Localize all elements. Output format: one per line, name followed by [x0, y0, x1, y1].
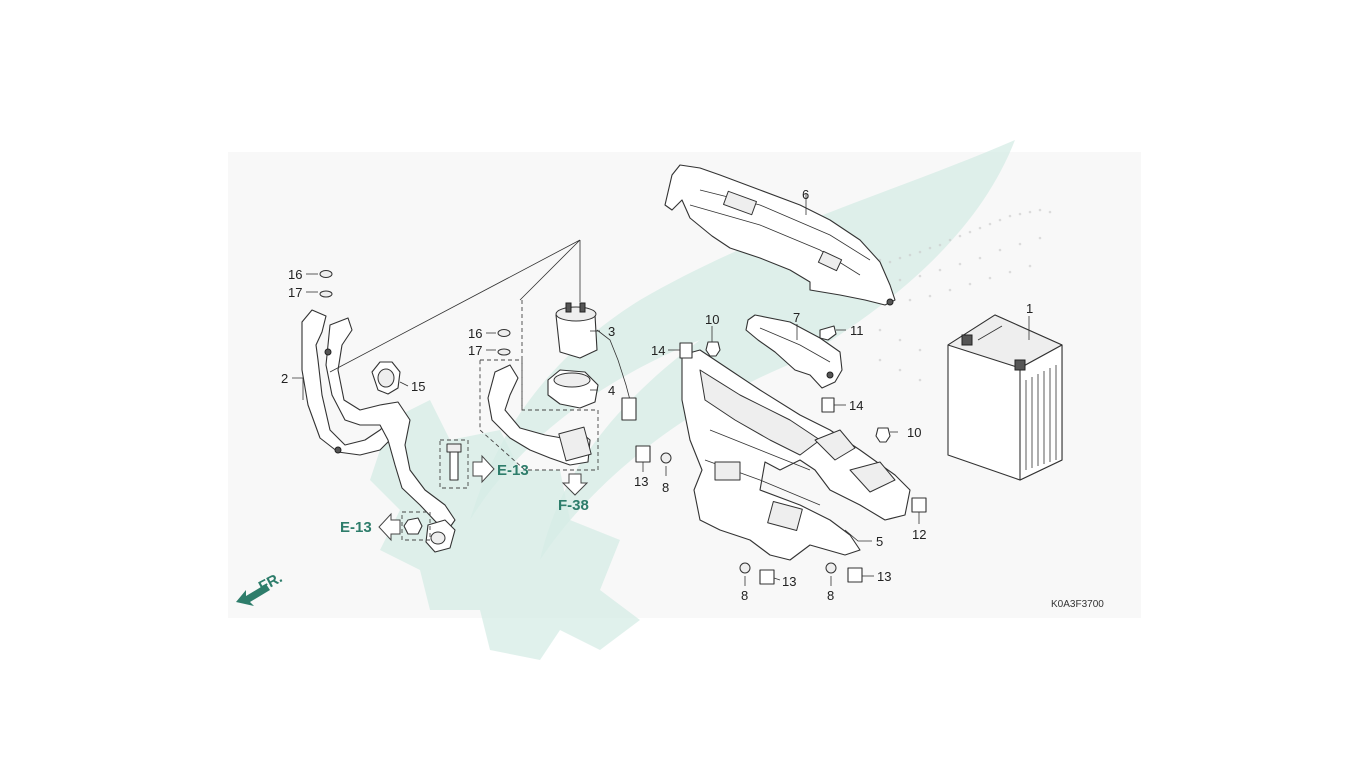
callout-7: 7: [793, 310, 800, 325]
callout-4: 4: [608, 383, 615, 398]
part-14-clip-b: [821, 397, 835, 413]
part-8-washer-b: [739, 562, 751, 574]
callout-15: 15: [411, 379, 425, 394]
ref-e13-right-label: E-13: [497, 462, 529, 479]
callout-8-a: 8: [662, 480, 669, 495]
relay-cable: [487, 329, 592, 466]
part-1-battery: [947, 314, 1063, 481]
front-indicator: FR.: [236, 569, 285, 606]
front-arrow-icon: [236, 584, 270, 606]
ref-e13-left[interactable]: E-13: [340, 512, 401, 542]
arrow-down-icon: [561, 473, 589, 496]
callout-10-a: 10: [705, 312, 719, 327]
part-11-screw: [819, 325, 837, 341]
part-5-battery-box: [681, 349, 911, 561]
callout-10-b: 10: [907, 425, 921, 440]
callout-13-c: 13: [877, 569, 891, 584]
bolt-e13: [446, 443, 462, 481]
callout-17-a: 17: [288, 285, 302, 300]
callout-8-b: 8: [741, 588, 748, 603]
callout-8-c: 8: [827, 588, 834, 603]
callout-16-a: 16: [288, 267, 302, 282]
part-15-clamp: [371, 361, 401, 395]
callout-13-a: 13: [634, 474, 648, 489]
callout-13-b: 13: [782, 574, 796, 589]
part-2-cable: [301, 270, 456, 553]
watermark-logo: [370, 140, 1052, 660]
callout-14-b: 14: [849, 398, 863, 413]
ref-f38-label: F-38: [558, 497, 589, 514]
arrow-left-icon: [378, 512, 401, 542]
part-13-nut-a: [635, 445, 651, 463]
callout-2: 2: [281, 371, 288, 386]
part-3-starter-relay: [555, 302, 637, 421]
part-13-nut-b: [759, 569, 775, 585]
callout-6: 6: [802, 187, 809, 202]
callout-3: 3: [608, 324, 615, 339]
part-7-bracket: [745, 314, 843, 389]
callout-11: 11: [850, 323, 864, 338]
fasteners: [635, 325, 927, 585]
part-6-cover: [664, 164, 896, 306]
callout-12: 12: [912, 527, 926, 542]
part-10-bolt-b: [875, 427, 891, 443]
part-14-clip-a: [679, 342, 693, 359]
arrow-right-icon: [472, 454, 495, 484]
callout-16-b: 16: [468, 326, 482, 341]
part-13-nut-c: [847, 567, 863, 583]
leader-lines: [329, 239, 581, 373]
callout-5: 5: [876, 534, 883, 549]
part-4-relay-holder: [547, 369, 599, 409]
nut-e13: [403, 517, 423, 535]
dashed-boxes: [401, 300, 599, 541]
ref-f38[interactable]: F-38: [558, 473, 589, 514]
part-8-washer-a: [660, 452, 672, 464]
callouts: 1 2 3 4 5 6 7 8 8 8 10 10 11 12 13 13 13…: [281, 187, 1033, 603]
callout-14-a: 14: [651, 343, 665, 358]
ref-e13-left-label: E-13: [340, 519, 372, 536]
callout-leaders: [292, 193, 1030, 586]
ref-e13-right[interactable]: E-13: [472, 454, 529, 484]
part-12-clip: [911, 497, 927, 513]
drawing-code: K0A3F3700: [1051, 599, 1104, 610]
part-10-bolt-a: [705, 341, 721, 357]
part-8-washer-c: [825, 562, 837, 574]
callout-1: 1: [1026, 301, 1033, 316]
callout-17-b: 17: [468, 343, 482, 358]
